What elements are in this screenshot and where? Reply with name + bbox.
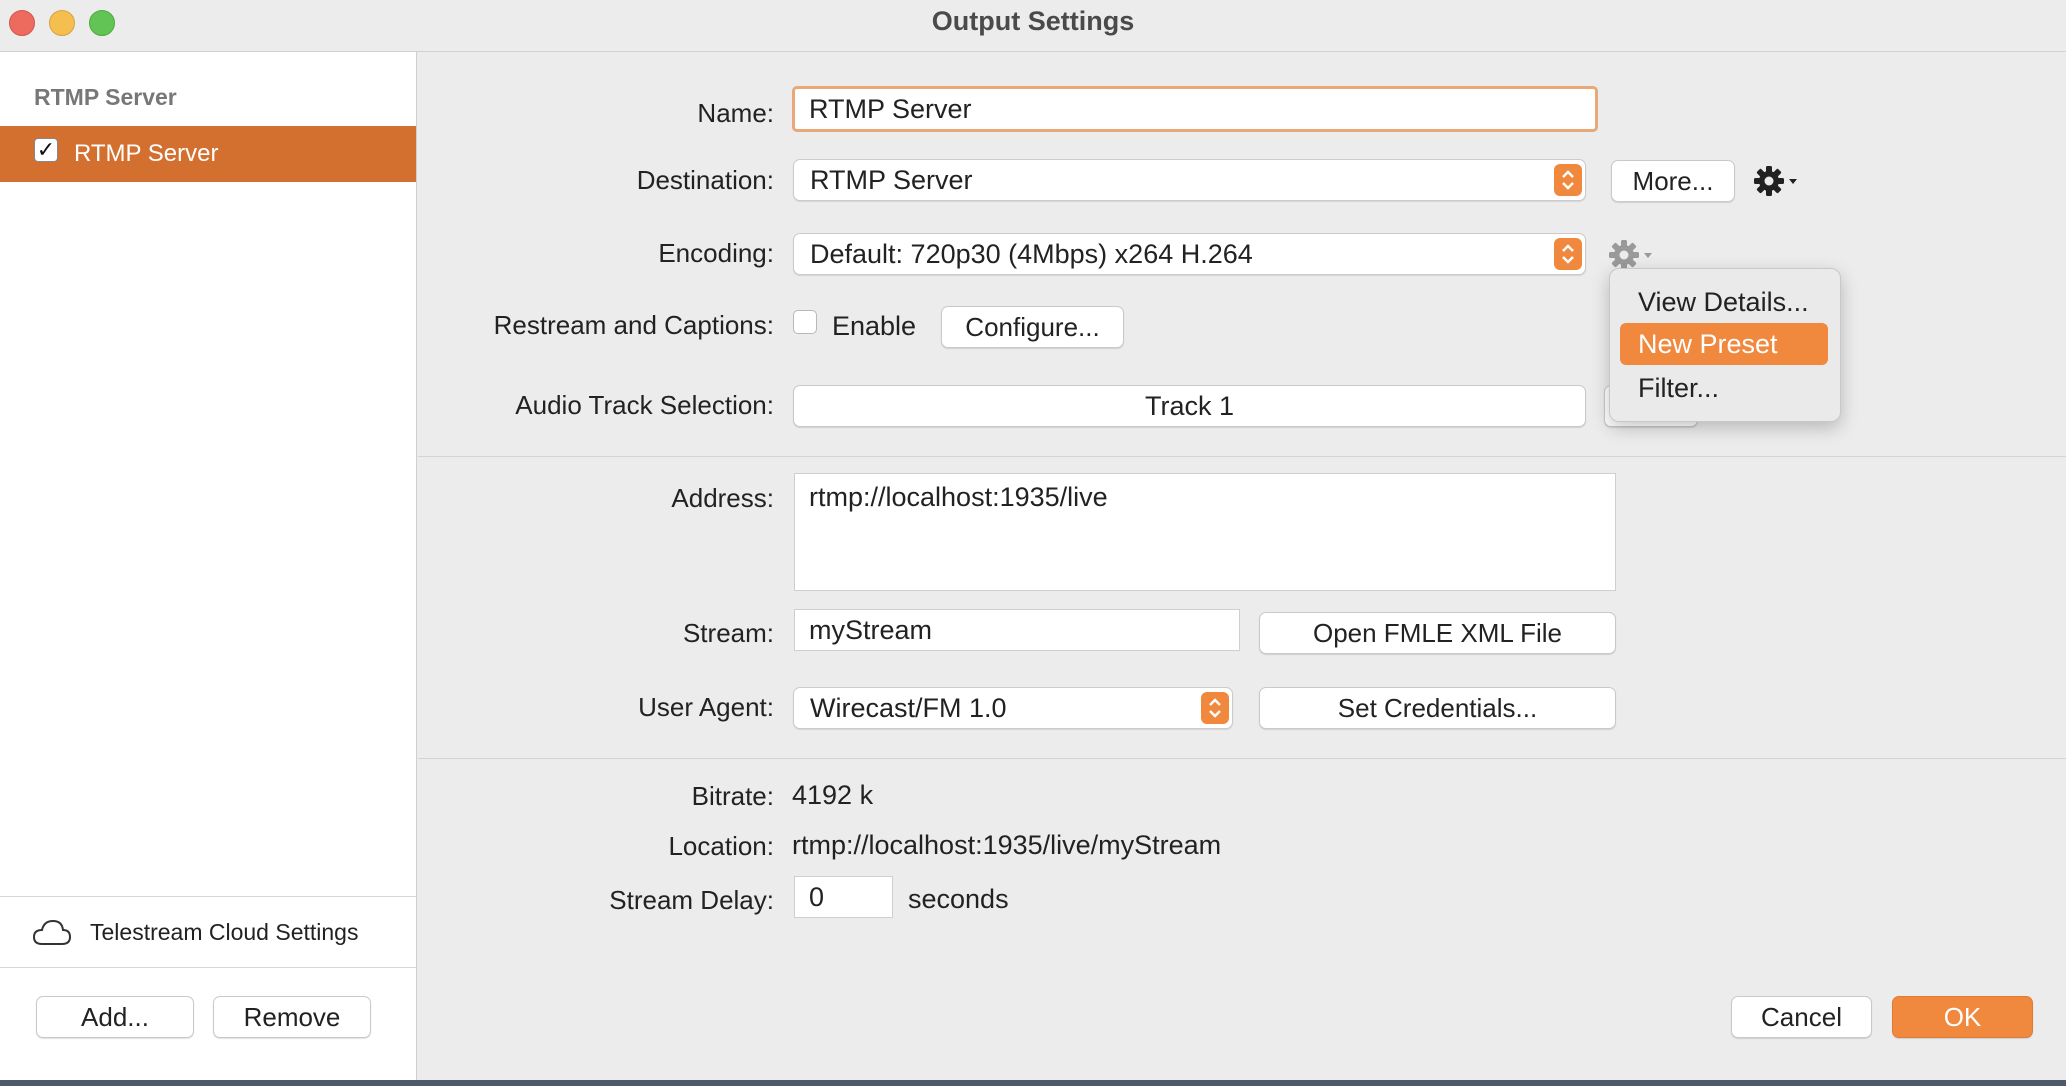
audio-track-button[interactable]: Track 1 (793, 385, 1586, 427)
close-window-button[interactable] (9, 10, 35, 36)
window-title: Output Settings (931, 6, 1135, 36)
minimize-window-button[interactable] (49, 10, 75, 36)
sidebar-item-checkbox[interactable]: ✓ (34, 138, 58, 162)
stream-delay-field[interactable]: 0 (794, 876, 893, 918)
open-fmle-xml-button[interactable]: Open FMLE XML File (1259, 612, 1616, 654)
encoding-value: Default: 720p30 (4Mbps) x264 H.264 (810, 239, 1253, 269)
user-agent-label: User Agent: (638, 692, 774, 722)
divider (418, 456, 2066, 457)
menu-item-view-details[interactable]: View Details... (1638, 287, 1809, 317)
stream-delay-unit: seconds (908, 884, 1009, 914)
user-agent-popup[interactable]: Wirecast/FM 1.0 (793, 687, 1233, 729)
zoom-window-button[interactable] (89, 10, 115, 36)
up-down-icon (1554, 238, 1582, 270)
divider (418, 758, 2066, 759)
bitrate-value: 4192 k (792, 780, 874, 810)
title-bar: Output Settings (0, 0, 2066, 52)
cloud-icon (32, 917, 72, 952)
configure-button[interactable]: Configure... (941, 306, 1124, 348)
up-down-icon (1554, 164, 1582, 196)
name-field[interactable]: RTMP Server (792, 86, 1598, 132)
cancel-button[interactable]: Cancel (1731, 996, 1872, 1038)
enable-label: Enable (832, 311, 917, 341)
destination-value: RTMP Server (810, 165, 973, 195)
destination-label: Destination: (636, 165, 774, 195)
encoding-label: Encoding: (658, 238, 774, 268)
stream-label: Stream: (682, 618, 774, 648)
more-button[interactable]: More... (1611, 160, 1735, 202)
menu-item-new-preset[interactable]: New Preset (1620, 323, 1828, 365)
sidebar-header: RTMP Server (34, 84, 177, 110)
set-credentials-button[interactable]: Set Credentials... (1259, 687, 1616, 729)
location-value: rtmp://localhost:1935/live/myStream (792, 830, 1222, 860)
gear-icon (1609, 240, 1652, 270)
stream-delay-label: Stream Delay: (609, 885, 774, 915)
bitrate-label: Bitrate: (691, 781, 774, 811)
name-label: Name: (697, 98, 774, 128)
enable-checkbox[interactable] (793, 310, 817, 334)
address-field[interactable]: rtmp://localhost:1935/live (794, 473, 1616, 591)
menu-item-filter[interactable]: Filter... (1638, 373, 1720, 403)
restream-label: Restream and Captions: (493, 310, 774, 340)
ok-button[interactable]: OK (1892, 996, 2033, 1038)
gear-icon (1754, 166, 1797, 196)
encoding-popup[interactable]: Default: 720p30 (4Mbps) x264 H.264 (793, 233, 1586, 275)
gear-dropdown-menu: View Details... New Preset Filter... (1609, 268, 1841, 422)
address-label: Address: (671, 483, 774, 513)
destination-popup[interactable]: RTMP Server (793, 159, 1586, 201)
stream-field[interactable]: myStream (794, 609, 1240, 651)
up-down-icon (1201, 692, 1229, 724)
destination-gear-menu[interactable] (1751, 163, 1803, 204)
add-button[interactable]: Add... (36, 996, 194, 1038)
cloud-settings-label: Telestream Cloud Settings (90, 919, 359, 945)
sidebar-item-label: RTMP Server (74, 140, 219, 167)
telestream-cloud-settings[interactable]: Telestream Cloud Settings (0, 896, 416, 968)
location-label: Location: (668, 831, 774, 861)
sidebar: RTMP Server ✓ RTMP Server Telestream Clo… (0, 52, 417, 1080)
audio-track-label: Audio Track Selection: (515, 390, 774, 420)
encoding-gear-menu[interactable] (1606, 237, 1658, 278)
user-agent-value: Wirecast/FM 1.0 (810, 693, 1007, 723)
sidebar-item-rtmp-server[interactable]: ✓ RTMP Server (0, 126, 416, 182)
remove-button[interactable]: Remove (213, 996, 371, 1038)
